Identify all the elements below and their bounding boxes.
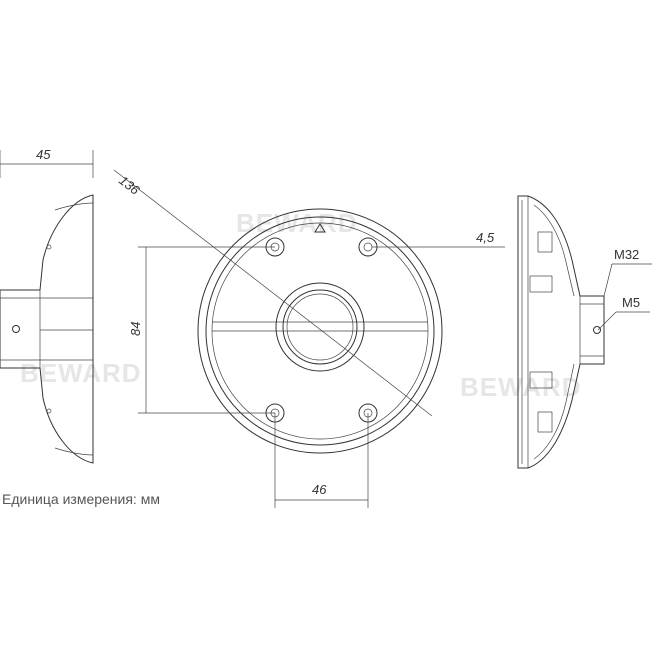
label-vertical-spacing: 84 [128, 322, 143, 336]
dimension-vertical: 84 [128, 246, 275, 414]
label-diameter: 136 [116, 173, 143, 199]
front-view [197, 208, 443, 454]
label-side-width: 45 [36, 147, 51, 162]
watermark-left: BEWARD [20, 358, 142, 388]
side-view-left [0, 194, 94, 464]
dimension-diameter: 136 [113, 169, 433, 417]
label-thread-main: M32 [614, 247, 639, 262]
label-hole-diameter: 4,5 [476, 230, 495, 245]
watermark-top: BEWARD [236, 208, 358, 238]
dimension-hole: 4,5 [372, 230, 505, 248]
section-view-right [517, 195, 605, 469]
watermark-right: BEWARD [460, 372, 582, 402]
triangle-marker [314, 223, 326, 233]
dimension-horizontal: 46 [274, 413, 369, 508]
thread-labels: M32 M5 [597, 247, 652, 331]
dimension-side-width: 45 [0, 147, 94, 178]
label-thread-screw: M5 [622, 295, 640, 310]
unit-caption: Единица измерения: мм [2, 491, 160, 507]
label-horizontal-spacing: 46 [312, 482, 327, 497]
